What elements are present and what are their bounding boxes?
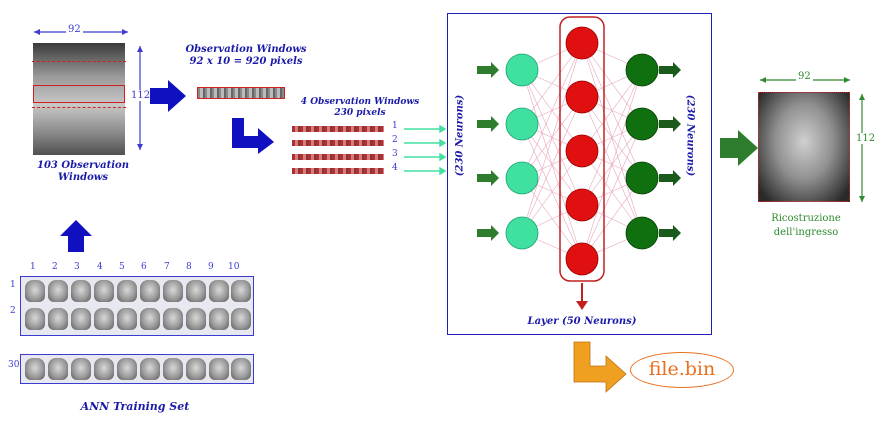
window-number: 3 — [392, 149, 398, 159]
observation-window-strip — [197, 87, 285, 99]
file-bin-label: file.bin — [630, 352, 734, 388]
training-grid-top — [20, 276, 254, 336]
output-face-dimension-lines — [760, 77, 865, 202]
hidden-layer — [565, 26, 599, 276]
training-row-label: 30 — [8, 360, 20, 370]
output-face-width-label: 92 — [796, 71, 813, 82]
orange-arrow-down-right-icon — [573, 341, 627, 393]
training-grid-bottom — [20, 354, 254, 384]
observation-line1: Observation Windows — [185, 44, 307, 55]
output-layer-label: (230 Neurons) — [684, 94, 696, 177]
window-strip-1 — [292, 126, 384, 132]
face-caption-line2: Windows — [57, 172, 109, 183]
training-column-label: 2 — [52, 262, 58, 272]
output-caption-line1: Ricostruzione — [771, 213, 841, 224]
observation-window-line — [32, 61, 126, 63]
output-face-height-label: 112 — [856, 133, 875, 144]
four-windows-title: 4 Observation Windows 230 pixels — [290, 97, 430, 119]
input-layer-label: (230 Neurons) — [454, 94, 466, 177]
training-set-panel: 1 2 3 4 5 6 7 8 9 10 1 2 30 — [8, 262, 254, 384]
face-caption: 103 Observation Windows — [18, 160, 148, 184]
training-column-label: 10 — [228, 262, 240, 272]
input-layer — [505, 53, 539, 250]
four-windows-line2: 230 pixels — [334, 108, 386, 118]
observation-window-highlight — [33, 85, 125, 103]
window-strip-4 — [292, 168, 384, 174]
window-number: 4 — [392, 163, 398, 173]
window-strip-2 — [292, 140, 384, 146]
reconstructed-face-image — [758, 92, 850, 202]
observation-windows-title: Observation Windows 92 x 10 = 920 pixels — [166, 44, 326, 68]
blue-arrow-down-right-icon — [232, 118, 274, 154]
output-layer — [625, 53, 659, 250]
output-arrows — [659, 62, 681, 241]
training-row-label: 1 — [10, 280, 16, 290]
training-column-label: 4 — [97, 262, 103, 272]
input-arrows — [477, 62, 499, 241]
window-feed-arrows — [404, 124, 447, 176]
top-face-width-label: 92 — [66, 24, 83, 35]
green-arrow-right-icon — [720, 130, 758, 166]
training-column-label: 7 — [164, 262, 170, 272]
input-face-image — [32, 43, 126, 155]
training-column-label: 1 — [30, 262, 36, 272]
hidden-down-arrow-icon — [576, 283, 588, 310]
window-number: 1 — [392, 121, 398, 131]
observation-window-line — [32, 107, 126, 109]
output-caption: Ricostruzione dell'ingresso — [760, 212, 852, 240]
training-row-label: 2 — [10, 306, 16, 316]
training-column-label: 6 — [141, 262, 147, 272]
neural-network-diagram — [477, 16, 681, 310]
face-caption-line1: 103 Observation — [37, 160, 129, 171]
training-set-caption: ANN Training Set — [80, 400, 190, 413]
hidden-layer-frame — [559, 16, 605, 282]
training-column-headers: 1 2 3 4 5 6 7 8 9 10 — [8, 262, 253, 274]
top-face-height-label: 112 — [131, 90, 151, 101]
middle-layer-label: Layer (50 Neurons) — [527, 316, 637, 327]
four-windows-line1: 4 Observation Windows — [300, 97, 420, 107]
network-panel — [447, 13, 712, 335]
training-column-label: 3 — [74, 262, 80, 272]
training-column-label: 5 — [119, 262, 125, 272]
blue-arrow-up-icon — [60, 220, 92, 252]
training-column-label: 8 — [186, 262, 192, 272]
observation-line2: 92 x 10 = 920 pixels — [189, 56, 303, 67]
window-number: 2 — [392, 135, 398, 145]
blue-arrow-right-icon — [150, 80, 186, 112]
training-column-label: 9 — [208, 262, 214, 272]
output-caption-line2: dell'ingresso — [773, 227, 839, 238]
window-strip-3 — [292, 154, 384, 160]
